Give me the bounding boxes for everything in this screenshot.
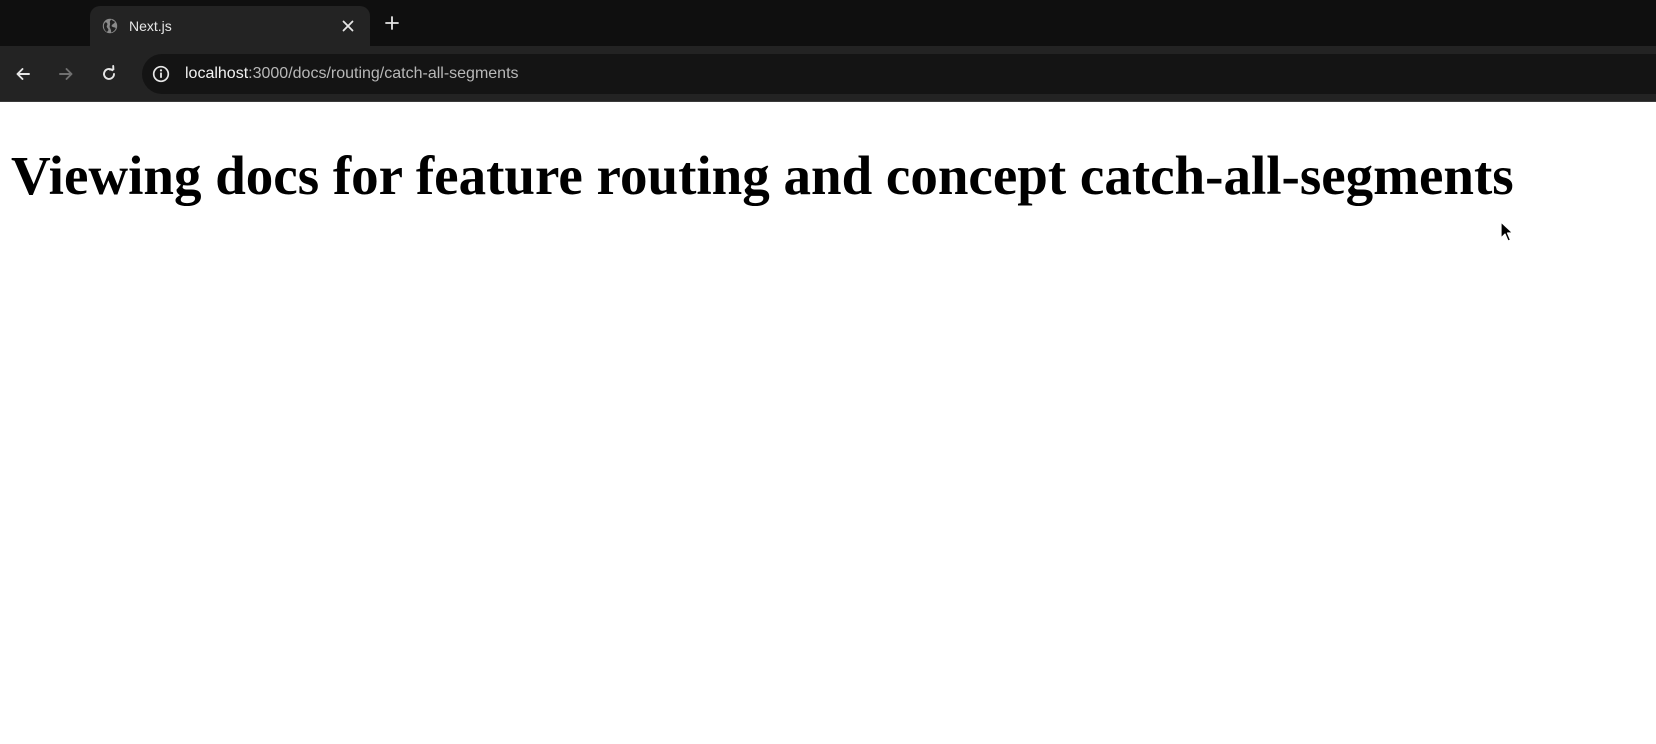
arrow-right-icon[interactable] — [54, 62, 78, 86]
browser-tab-strip: Next.js — [0, 0, 1656, 46]
tab-title: Next.js — [129, 18, 172, 34]
mouse-pointer-icon — [1500, 221, 1514, 243]
info-icon[interactable] — [152, 65, 170, 83]
url-path: :3000/docs/routing/catch-all-segments — [248, 65, 519, 82]
page-content: Viewing docs for feature routing and con… — [0, 103, 1656, 744]
page-title: Viewing docs for feature routing and con… — [11, 145, 1514, 206]
address-url[interactable]: localhost:3000/docs/routing/catch-all-se… — [185, 65, 519, 83]
globe-icon — [102, 18, 118, 34]
url-host: localhost — [185, 65, 249, 82]
address-bar[interactable]: localhost:3000/docs/routing/catch-all-se… — [142, 54, 1656, 94]
close-icon[interactable] — [340, 18, 356, 34]
browser-toolbar: localhost:3000/docs/routing/catch-all-se… — [0, 46, 1656, 102]
plus-icon[interactable] — [381, 12, 403, 34]
reload-icon[interactable] — [97, 62, 121, 86]
browser-tab[interactable]: Next.js — [90, 6, 370, 46]
arrow-left-icon[interactable] — [11, 62, 35, 86]
